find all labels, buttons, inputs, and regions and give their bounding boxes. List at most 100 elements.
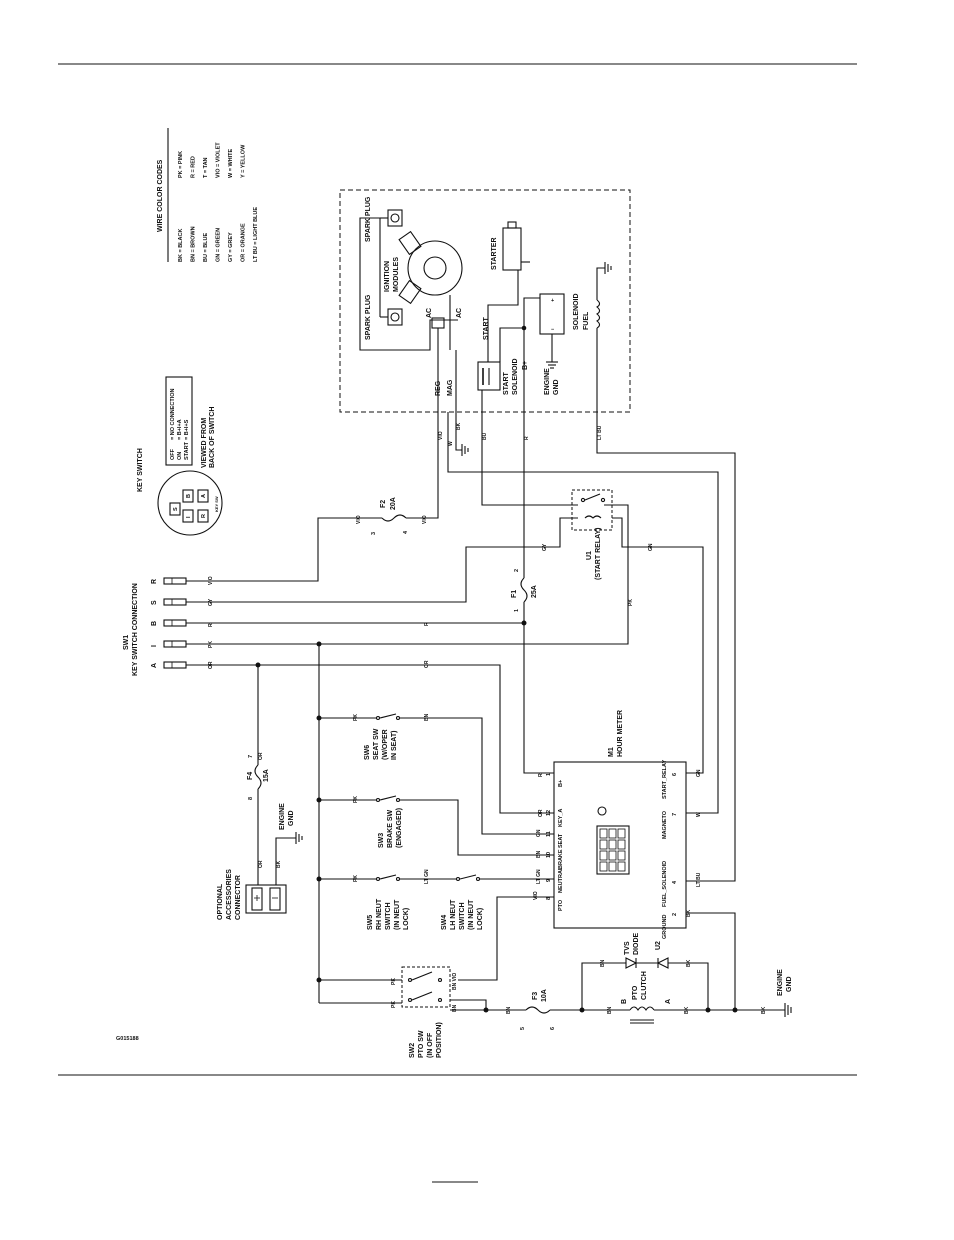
key-terminal-a-label: A <box>201 494 207 498</box>
pto-clutch: PTO CLUTCH B A BN BK <box>582 971 708 1024</box>
sw1-pin-letter: S <box>151 600 158 605</box>
sw4-contact-a <box>455 876 461 882</box>
hour-meter-right-pin-name: GROUND <box>662 915 668 939</box>
start-relay-contact <box>584 493 601 501</box>
ignition-modules: IGNITION MODULES AC AC <box>359 217 463 412</box>
hour-meter-digit <box>617 850 626 861</box>
hour-meter-digit <box>608 850 617 861</box>
spark-plug-upper-body <box>387 209 403 227</box>
spark-plug-lower: SPARK PLUG <box>365 294 403 340</box>
engine-gnd-label-2: GND <box>553 379 560 395</box>
battery-to-solenoid <box>499 327 524 362</box>
sw3-contact-a <box>375 797 381 803</box>
starter-end <box>507 221 517 229</box>
legend-right-entry: Y = YELLOW <box>241 144 247 178</box>
wire-vio-pto <box>458 896 554 981</box>
sw1-pin-letter: B <box>151 621 158 626</box>
ignition-module-upper <box>398 230 422 256</box>
wire-bu-start <box>481 390 578 506</box>
hour-meter-left-pin-name: BRAKE <box>558 849 564 869</box>
legend-left-entry: LT BU = LIGHT BLUE <box>253 207 259 262</box>
switch-label-line: BRAKE SW <box>387 809 394 848</box>
fuse-f2-body <box>381 514 407 522</box>
tvs-diode-symbol <box>625 957 638 969</box>
hour-meter-indicator <box>597 806 607 816</box>
sw4-blade <box>459 874 477 880</box>
accessories-label-3: CONNECTOR <box>235 875 242 920</box>
hour-meter-title-1: M1 <box>608 747 615 757</box>
hour-meter-right-pin-num: 4 <box>672 880 678 884</box>
legend-left-entry: BK = BLACK <box>178 229 184 262</box>
sw2-blade-1 <box>411 971 433 981</box>
legend-right-entry: VIO = VIOLET <box>216 142 222 178</box>
switch-label-line: PTO SW <box>418 1030 425 1058</box>
sw1-pin-terminal <box>163 640 187 648</box>
starter-to-solenoid <box>487 270 519 362</box>
flywheel-outer <box>407 240 463 296</box>
wire-gy-start <box>186 517 578 603</box>
reg-label: REG <box>435 380 442 396</box>
wire-bk-ground-pin <box>686 912 736 1010</box>
hour-meter-left-pin-num: 11 <box>546 831 552 837</box>
switch-label-line: (W/OPER <box>382 729 389 760</box>
key-terminal-a <box>197 489 209 503</box>
battery-positive-lead <box>523 297 540 328</box>
sw1-pin-letter: I <box>151 645 158 647</box>
wire-relay-pk <box>186 504 629 645</box>
node-pk-sw2 <box>316 977 322 983</box>
key-terminal-i <box>182 509 194 523</box>
fuse-f4-pin-a: 8 <box>248 797 254 800</box>
viewed-from-1: VIEWED FROM <box>201 418 208 468</box>
acc-pin-or <box>251 887 263 911</box>
wire-r-bplus-label: R <box>524 436 530 440</box>
wire-pk-relay-label: PK <box>628 599 634 606</box>
start-label: START <box>483 316 490 340</box>
hour-meter-right-pin-num: 7 <box>672 813 678 816</box>
switch-label-line: SW2 <box>409 1043 416 1058</box>
spark-plug-upper: SPARK PLUG <box>365 196 403 242</box>
sw2-pin-1 <box>407 977 413 983</box>
pto-clutch-b: B <box>621 999 628 1004</box>
sw6-blade <box>379 713 397 719</box>
legend-right-entry: T = TAN <box>203 157 209 178</box>
sw5-wire-pk: PK <box>353 875 359 882</box>
key-terminal-r <box>197 509 209 523</box>
wire-bk-clutch-label: BK <box>684 1006 690 1014</box>
key-switch-body <box>157 470 223 536</box>
wire-gy-label: GY <box>542 543 548 551</box>
wire-relay-gn <box>612 517 704 774</box>
switch-label-line: POSITION) <box>436 1022 443 1058</box>
wire-vio-pto-label: VIO <box>533 891 539 900</box>
ac-label-2: AC <box>456 308 463 318</box>
legend-left-entry: GY = GREY <box>228 232 234 262</box>
hour-meter-digit <box>608 861 617 872</box>
wire-gn-relay-label: GN <box>648 543 654 551</box>
switch-label-line: SEAT SW <box>373 728 380 760</box>
fuse-f3-body <box>525 1006 551 1014</box>
legend-title: WIRE COLOR CODES <box>157 159 164 232</box>
fuse-f3-id: F3 <box>532 992 539 1000</box>
brake-switch-sw3: PK <box>319 795 554 856</box>
wire-w-mag-label: W <box>448 441 454 446</box>
battery-minus: − <box>551 327 554 333</box>
sw6-contact-b <box>395 715 401 721</box>
starter-label: STARTER <box>491 237 498 270</box>
switch-label-line: (IN NEUT <box>468 899 475 930</box>
hm-wire-w-right: W <box>696 812 702 817</box>
sw5-contact-a <box>375 876 381 882</box>
sw3-contact-b <box>395 797 401 803</box>
seat-switch-sw6: PK BN GN <box>319 713 554 837</box>
spark-plug-upper-tip <box>390 213 400 223</box>
key-position-name: ON <box>177 452 183 460</box>
switch-label-line: (IN OFF <box>427 1032 434 1058</box>
hour-meter-title-2: HOUR METER <box>617 710 624 757</box>
wire-vio-f2-left-label: VIO <box>356 515 362 524</box>
hour-meter-left-pin-name: SEAT <box>558 833 564 848</box>
acc-wire-bk: BK <box>276 860 282 868</box>
engine-gnd-label-1: ENGINE <box>544 368 551 395</box>
fuel-solenoid-coil <box>596 299 601 329</box>
hour-meter-left-pin-name: NEUTRAL <box>558 866 564 893</box>
ignition-loop <box>359 217 458 351</box>
tvs-label-1: TVS <box>624 941 631 955</box>
sw2-wire-pk-2: PK <box>391 1001 397 1008</box>
